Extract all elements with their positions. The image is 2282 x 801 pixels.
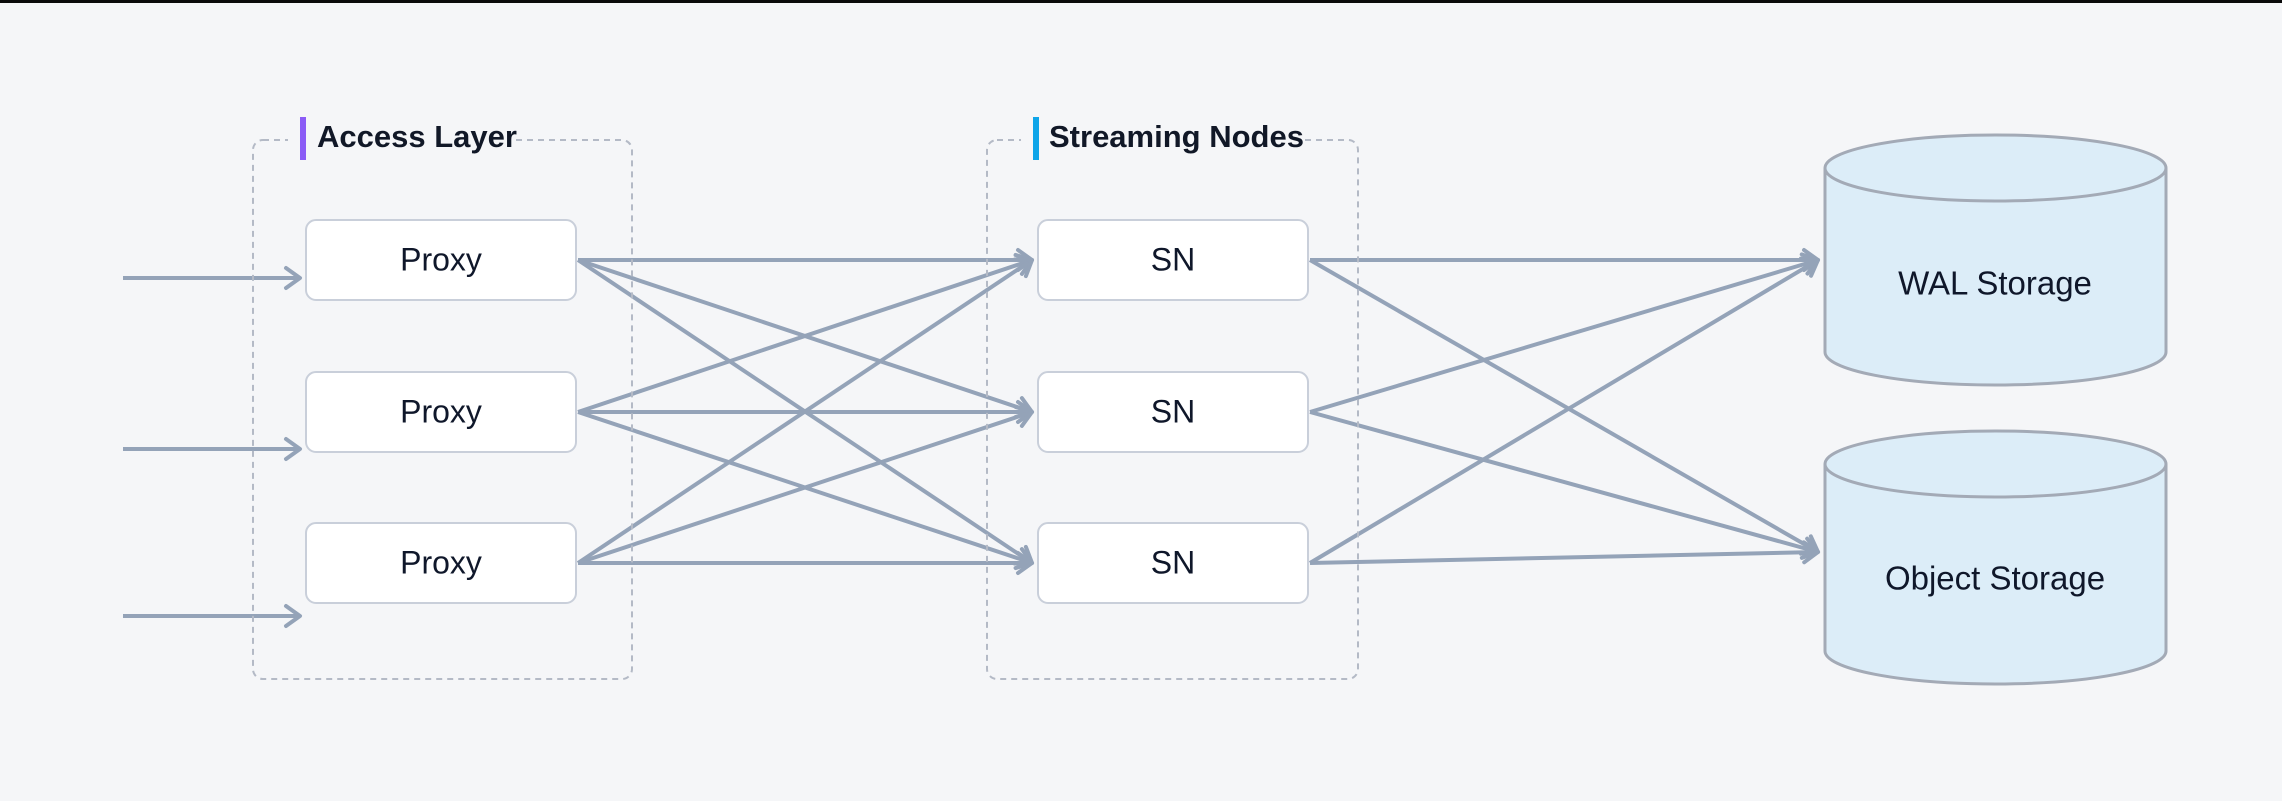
- sn2-wal-link: [1309, 252, 1820, 414]
- sn-node-3: [1037, 522, 1309, 604]
- proxy-node-3: [305, 522, 577, 604]
- access-layer-group: Access Layer Proxy Proxy Proxy: [252, 112, 633, 680]
- sn-to-storage-links: [1308, 248, 1820, 565]
- object-storage: Object Storage: [1823, 429, 2168, 686]
- access-layer-label: Access Layer: [317, 119, 517, 154]
- top-border: [0, 0, 2282, 3]
- proxy-node-1: [305, 219, 577, 301]
- sn3-wal-link: [1308, 256, 1820, 565]
- streaming-nodes-accent-bar: [1033, 117, 1039, 160]
- proxy3-sn1-link: [576, 257, 1034, 565]
- sn2-object-link: [1309, 410, 1820, 560]
- wal-storage-cylinder-top: [1823, 133, 2168, 203]
- sn-node-2: [1037, 371, 1309, 453]
- streaming-nodes-group: Streaming Nodes SN SN SN: [986, 112, 1359, 680]
- sn3-object-link: [1309, 540, 1820, 565]
- wal-storage: WAL Storage: [1823, 133, 2168, 387]
- proxy-node-1-label: Proxy: [400, 241, 482, 277]
- sn-node-1: [1037, 219, 1309, 301]
- sn1-object-link: [1309, 258, 1820, 556]
- sn-node-1-label: SN: [1151, 241, 1195, 277]
- ingress-arrows: [123, 266, 302, 628]
- sn-node-3-label: SN: [1151, 544, 1195, 580]
- proxy2-sn1-link: [577, 252, 1034, 414]
- wal-storage-cylinder-body: [1823, 168, 2168, 387]
- sn-node-2-label: SN: [1151, 393, 1195, 429]
- proxy-node-2-label: Proxy: [400, 393, 482, 429]
- streaming-nodes-label-mask: [1021, 112, 1299, 166]
- object-storage-cylinder-body: [1823, 464, 2168, 686]
- proxy-node-3-label: Proxy: [400, 544, 482, 580]
- object-storage-label: Object Storage: [1885, 560, 2105, 597]
- wal-storage-label: WAL Storage: [1898, 265, 2092, 302]
- proxy-node-2: [305, 371, 577, 453]
- access-layer-accent-bar: [300, 117, 306, 160]
- access-layer-label-mask: [288, 112, 508, 166]
- proxy3-sn2-link: [577, 404, 1034, 565]
- object-storage-cylinder-top: [1823, 429, 2168, 499]
- streaming-nodes-label: Streaming Nodes: [1049, 119, 1304, 154]
- proxy-to-sn-links: [576, 248, 1034, 575]
